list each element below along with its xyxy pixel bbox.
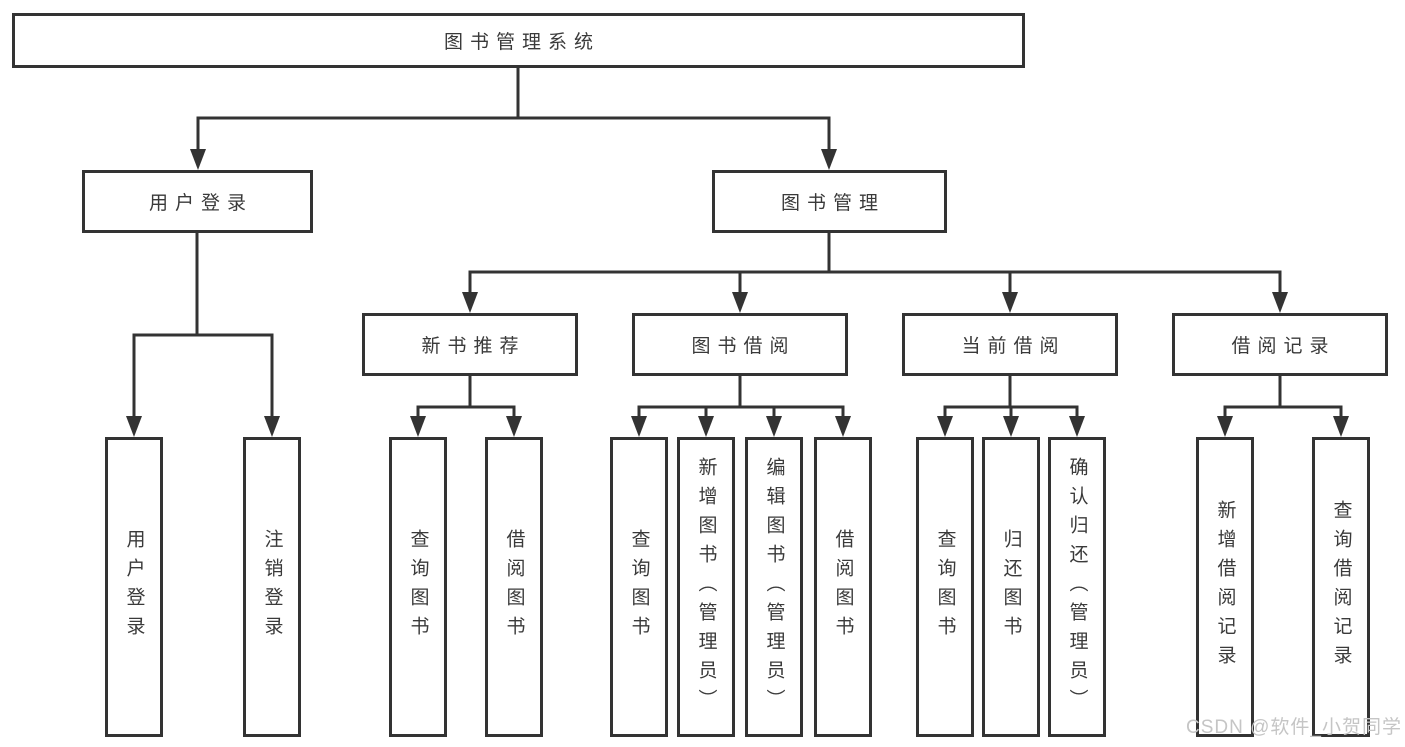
node-borrowing-records: 借阅记录 <box>1172 313 1388 376</box>
leaf-logout: 注销登录 <box>243 437 301 737</box>
leaf-query-borrow-record: 查询借阅记录 <box>1312 437 1370 737</box>
leaf-add-books-admin: 新增图书（管理员） <box>677 437 735 737</box>
leaf-confirm-return-admin: 确认归还（管理员） <box>1048 437 1106 737</box>
arrowheads <box>126 149 1349 437</box>
leaf-edit-books-admin: 编辑图书（管理员） <box>745 437 803 737</box>
leaf-add-borrow-record: 新增借阅记录 <box>1196 437 1254 737</box>
node-user-login: 用户登录 <box>82 170 313 233</box>
leaf-query-books-recommend: 查询图书 <box>389 437 447 737</box>
csdn-watermark: CSDN @软件_小贺同学 <box>1186 717 1402 738</box>
node-current-borrowing: 当前借阅 <box>902 313 1118 376</box>
leaf-borrow-books-recommend: 借阅图书 <box>485 437 543 737</box>
leaf-query-books-borrowing: 查询图书 <box>610 437 668 737</box>
leaf-user-login: 用户登录 <box>105 437 163 737</box>
node-book-borrowing: 图书借阅 <box>632 313 848 376</box>
node-library-system: 图书管理系统 <box>12 13 1025 68</box>
leaf-return-books: 归还图书 <box>982 437 1040 737</box>
node-book-management: 图书管理 <box>712 170 947 233</box>
leaf-query-books-current: 查询图书 <box>916 437 974 737</box>
leaf-borrow-books-borrowing: 借阅图书 <box>814 437 872 737</box>
node-new-book-recommend: 新书推荐 <box>362 313 578 376</box>
